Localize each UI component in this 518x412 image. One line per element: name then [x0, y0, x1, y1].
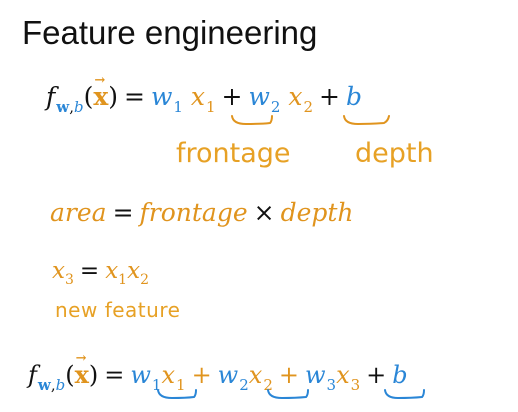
x2-underline-bracket [343, 115, 390, 126]
w3-underline-bracket [384, 389, 425, 400]
depth-term: depth [280, 198, 354, 227]
weight-2: w [248, 82, 270, 111]
depth-annotation: depth [355, 138, 434, 169]
function-symbol: f [28, 361, 37, 389]
x1-underline-bracket [231, 115, 273, 126]
bias-term: b [346, 82, 363, 111]
area-equation: area=frontage×depth [50, 198, 354, 227]
new-feature-equation: x3=x1x2 [52, 258, 149, 288]
feature-x3: x [52, 258, 65, 284]
function-subscript: w,b [37, 376, 66, 394]
weight-3: w [304, 361, 326, 389]
input-vector-symbol: x→ [74, 351, 89, 389]
bias-symbol: b [73, 98, 84, 116]
weight-vector-symbol: w [56, 98, 70, 116]
function-symbol: f [46, 82, 56, 111]
model-equation-two-features: fw,b(x→)=w1 x1+w2 x2+b [46, 73, 363, 116]
area-term: area [50, 198, 107, 227]
frontage-term: frontage [139, 198, 248, 227]
weight-2: w [217, 361, 239, 389]
new-feature-annotation: new feature [55, 298, 181, 322]
input-vector-symbol: x→ [93, 73, 109, 111]
feature-x2: x [288, 82, 303, 111]
weight-1: w [150, 82, 173, 111]
w2-underline-bracket [267, 389, 309, 400]
vector-arrow-icon: → [94, 73, 106, 88]
feature-x1: x [190, 82, 205, 111]
vector-arrow-icon: → [75, 351, 87, 366]
frontage-annotation: frontage [176, 138, 291, 169]
function-subscript: w,b [56, 98, 84, 116]
slide-title: Feature engineering [22, 14, 318, 51]
weight-1: w [130, 361, 151, 389]
model-equation-three-features: fw,b(x→)=w1x1+w2x2+w3x3+b [28, 351, 408, 394]
